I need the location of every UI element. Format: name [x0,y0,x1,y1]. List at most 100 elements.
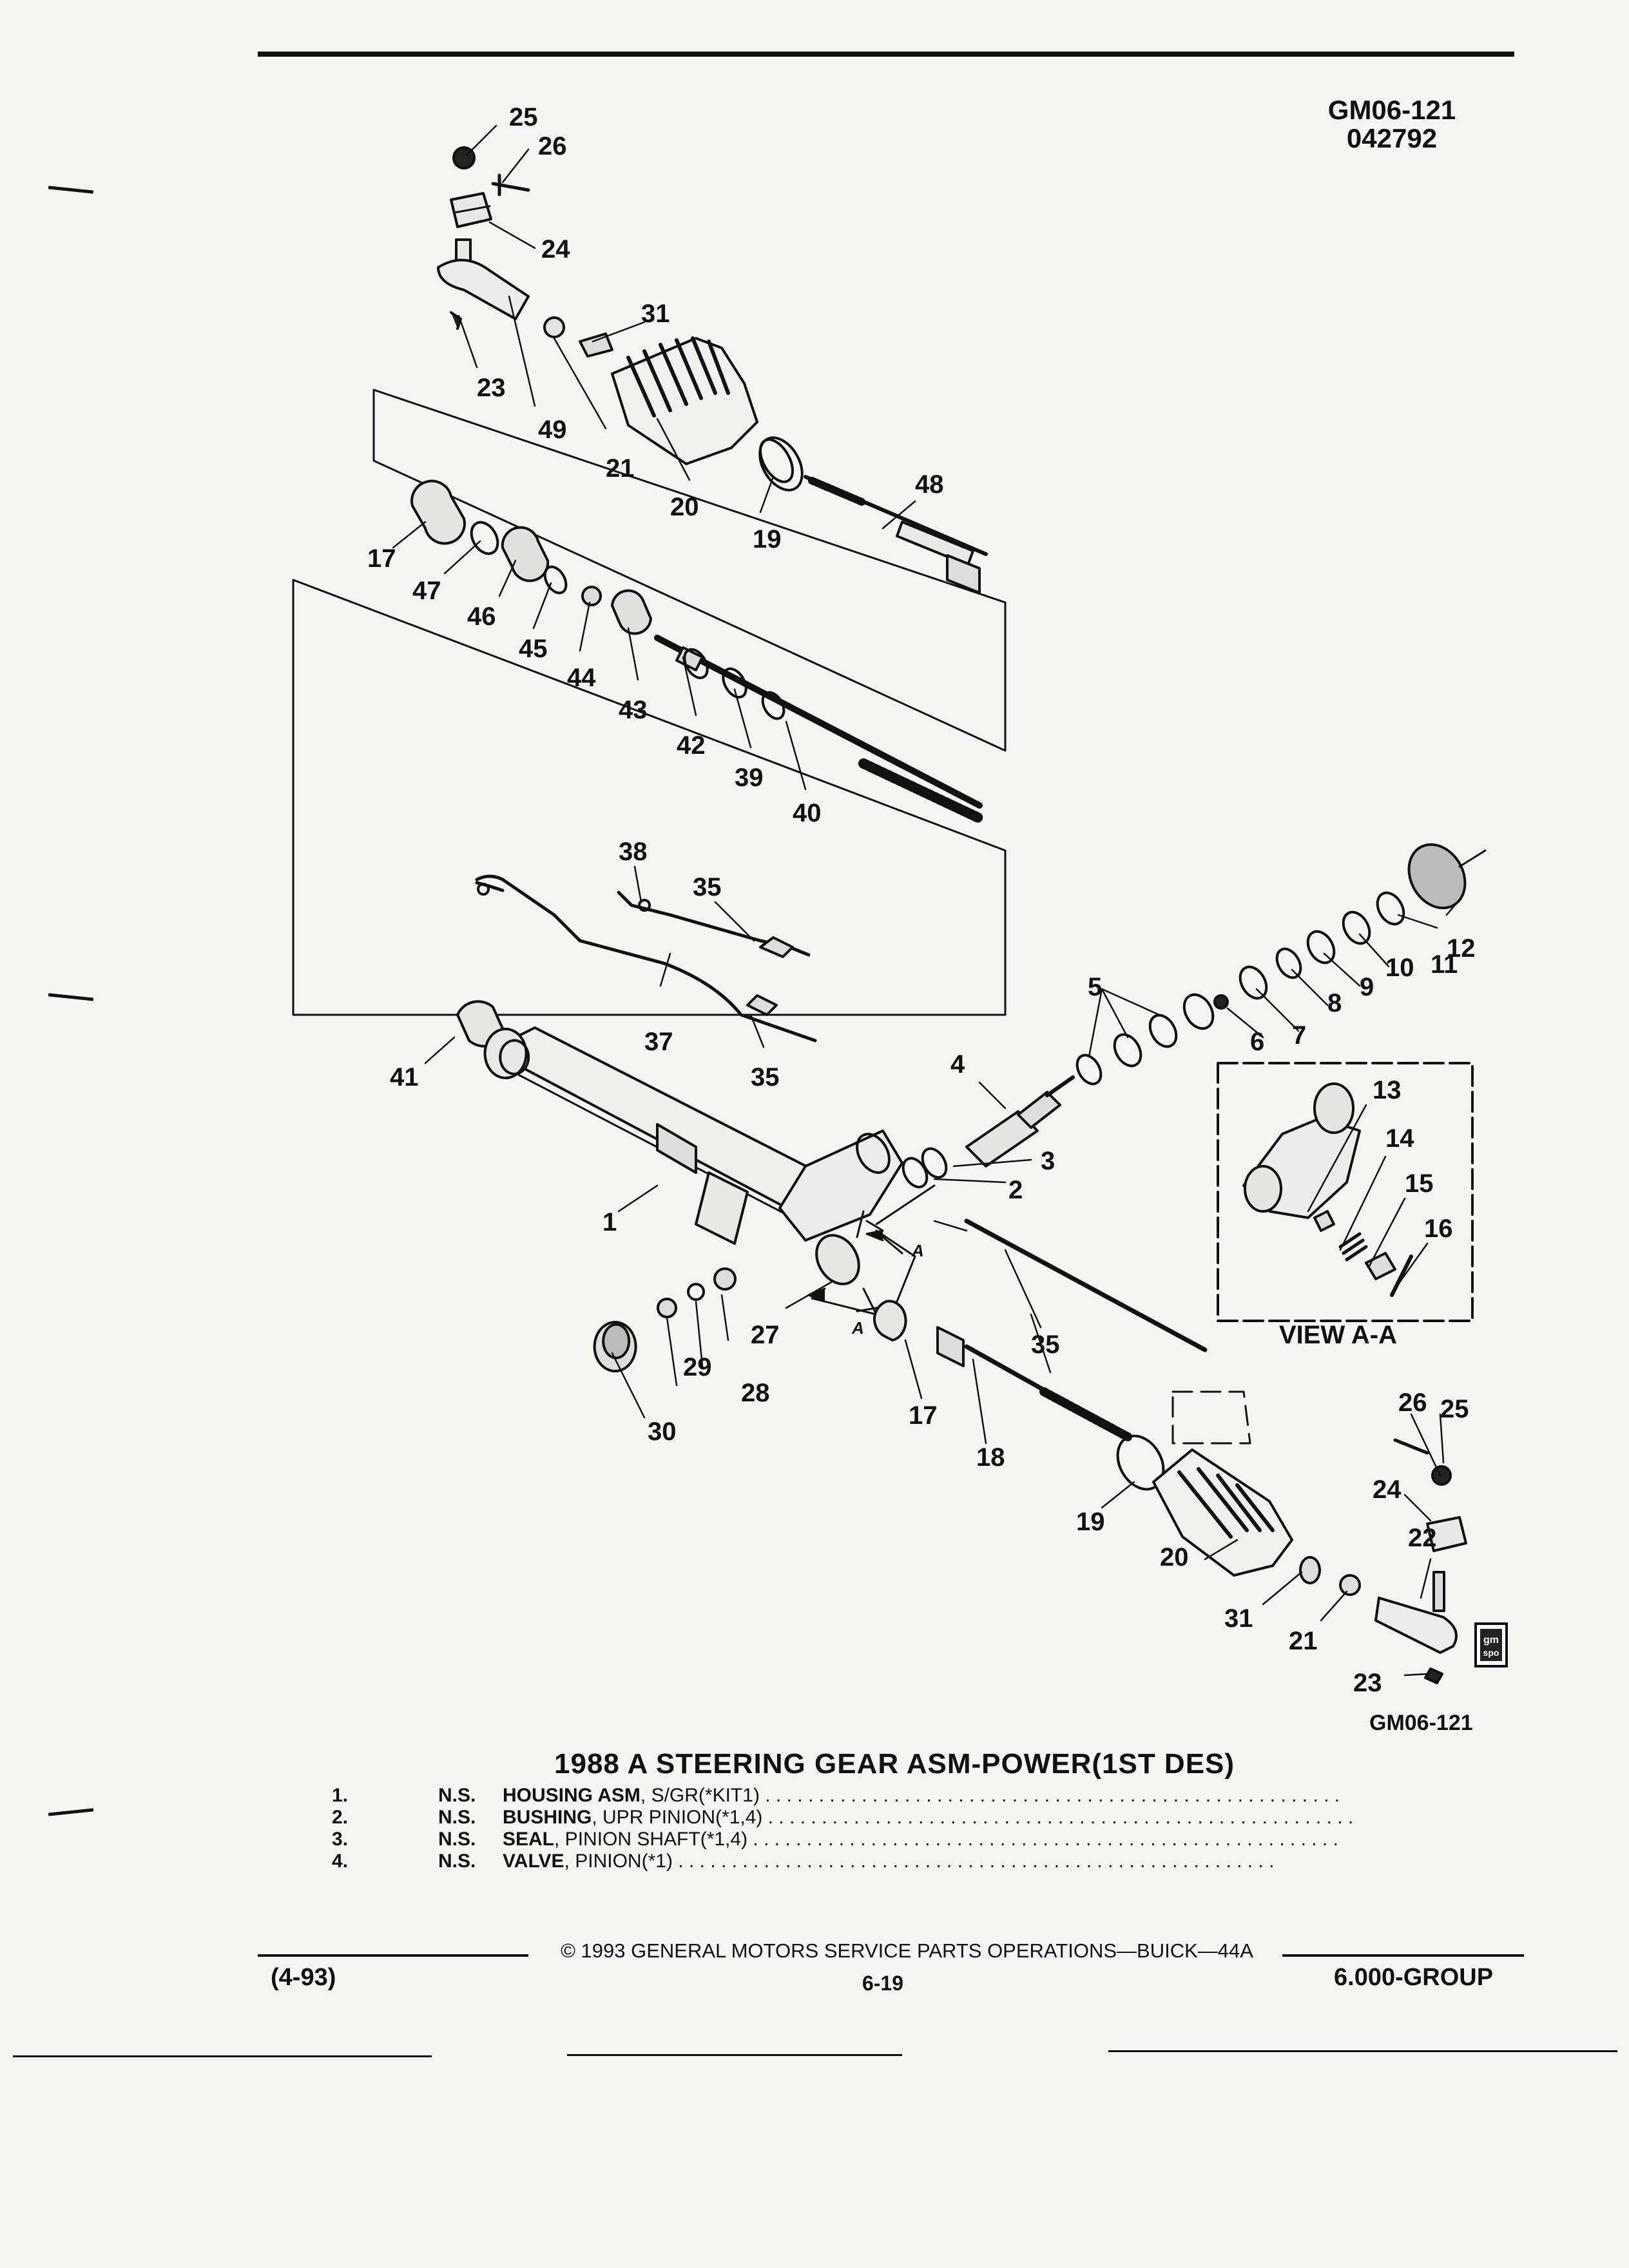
svg-text:spo: spo [1483,1648,1499,1658]
section-marker: A [851,1318,864,1338]
callout: 24 [541,235,570,264]
callout: 3 [1041,1147,1055,1175]
callout: 10 [1385,954,1414,982]
callout: 35 [693,873,722,901]
section-arrows [807,1220,916,1312]
callout: 35 [751,1063,780,1091]
callout: 26 [538,132,567,160]
callout: 49 [538,416,567,444]
callout: 24 [1373,1475,1402,1504]
callout: 25 [1440,1395,1469,1423]
callout: 37 [644,1028,673,1056]
footer-page-number: 6-19 [862,1972,904,1995]
callout: 41 [390,1063,419,1091]
part-ns: N.S. [438,1785,476,1806]
footer-date: (4-93) [271,1964,336,1991]
callout: 29 [683,1353,712,1381]
dot-leader: . . . . . . . . . . . . . . . . . . . . … [767,1807,1354,1828]
dot-leader: . . . . . . . . . . . . . . . . . . . . … [678,1850,1275,1872]
header-code: GM06-121 [1327,95,1456,125]
callout: 16 [1424,1215,1453,1243]
upper-tie-rod-end [437,146,613,358]
caption-title: 1988 A STEERING GEAR ASM-POWER(1ST DES) [554,1748,1235,1780]
fluid-lines [475,874,817,1043]
callout: 19 [1076,1508,1105,1536]
upper-rack-panel [372,389,1007,752]
callout: 1 [602,1208,617,1236]
lower-rack-panel [292,579,1007,1016]
callout: 20 [670,493,699,521]
callout: 31 [641,300,670,328]
callout: 44 [567,664,596,692]
part-number: 4. [332,1850,349,1872]
part-name: BUSHING, UPR PINION(*1,4) . . . . . . . … [503,1807,1354,1828]
svg-text:gm: gm [1483,1635,1499,1646]
callout: 21 [606,454,635,483]
callout: 47 [412,577,441,605]
margin-mark [48,1808,94,1816]
callout: 5 [1088,973,1102,1001]
bottom-rule [13,2055,432,2057]
gm-spo-logo: gm spo [1474,1622,1508,1667]
part-number: 2. [332,1807,349,1828]
dot-leader: . . . . . . . . . . . . . . . . . . . . … [753,1829,1338,1850]
callout: 30 [648,1418,677,1446]
callout: 45 [519,635,548,663]
part-name: HOUSING ASM, S/GR(*KIT1) . . . . . . . .… [503,1785,1340,1806]
part-number: 3. [332,1829,349,1850]
part-ns: N.S. [438,1850,476,1872]
upper-boot [611,336,804,492]
callout: 42 [677,731,706,760]
callout: 28 [741,1379,770,1407]
part-number: 1. [332,1785,349,1806]
footer-group: 6.000-GROUP [1334,1964,1494,1991]
callout: 17 [367,544,396,573]
callout: 35 [1031,1331,1060,1359]
callout: 40 [793,799,822,827]
callout: 23 [477,374,506,402]
pinion-valve [901,1075,1075,1189]
callout: 46 [467,602,496,631]
callout: 22 [1408,1524,1437,1552]
callout: 6 [1250,1028,1264,1056]
leader-lines [392,124,1464,1677]
lower-tie-rod-end [1374,1438,1467,1684]
lower-inner-tie-rod [872,1300,1132,1441]
callout: 38 [619,838,648,866]
callout: 14 [1385,1124,1414,1153]
callout: 27 [751,1321,780,1349]
part-name: SEAL, PINION SHAFT(*1,4) . . . . . . . .… [503,1829,1338,1850]
section-marker: A [911,1241,924,1260]
pinion-seals [1075,843,1487,1086]
dot-leader: . . . . . . . . . . . . . . . . . . . . … [765,1785,1340,1806]
callout: 26 [1398,1389,1427,1417]
parts-list: 1. N.S. HOUSING ASM, S/GR(*KIT1) . . . .… [332,1785,1492,1881]
lower-boot [1116,1434,1361,1596]
callout: 8 [1327,989,1342,1017]
callout: 43 [619,696,648,724]
lower-boot-panel [1171,1390,1251,1445]
callout: 15 [1405,1169,1434,1198]
callout: 2 [1008,1176,1023,1204]
header-date-code: 042792 [1346,123,1438,153]
callout: 4 [950,1050,965,1079]
bottom-rule [1108,2050,1617,2052]
callout: 13 [1373,1076,1402,1104]
part-ns: N.S. [438,1807,476,1828]
exploded-parts-diagram: 25 26 24 23 49 21 31 20 19 48 17 47 46 4… [292,103,1508,1735]
top-rule [258,52,1514,57]
footer-rule-left [258,1954,528,1957]
callout-labels: 25 26 24 23 49 21 31 20 19 48 17 47 46 4… [367,103,1476,1735]
adjuster-parts [593,1267,737,1373]
callout: 11 [1431,950,1458,979]
figure-code: GM06-121 [1369,1711,1473,1735]
callout: 7 [1292,1021,1306,1050]
view-a-a-detail [1242,1082,1413,1297]
callout: 25 [509,103,538,131]
upper-inner-tie-rod [804,475,988,594]
bottom-rule [567,2054,902,2056]
part-name: VALVE, PINION(*1) . . . . . . . . . . . … [503,1850,1275,1872]
part-ns: N.S. [438,1829,476,1850]
callout: 48 [915,470,944,499]
view-a-a-frame [1217,1062,1474,1322]
